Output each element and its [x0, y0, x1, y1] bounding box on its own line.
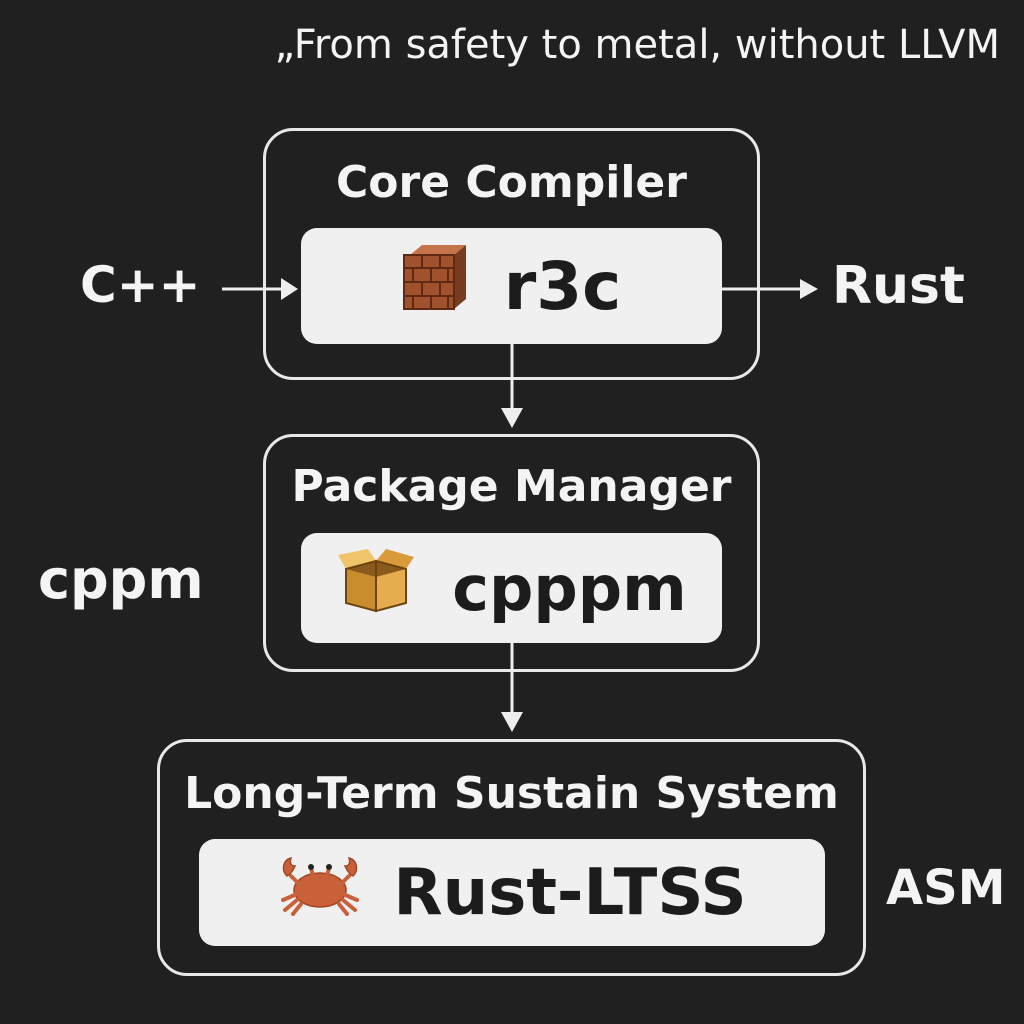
asm-side-label: ASM: [886, 860, 1006, 916]
crab-icon: [277, 854, 363, 932]
brick-wall-icon: [402, 243, 468, 329]
cpppm-label: cpppm: [452, 551, 687, 625]
cppm-side-label: cppm: [38, 548, 204, 611]
rust-ltss-label: Rust-LTSS: [393, 855, 747, 930]
ltss-title: Long-Term Sustain System: [184, 768, 839, 819]
cardboard-box-icon: [336, 548, 416, 628]
r3c-pill: r3c: [301, 228, 722, 344]
core-compiler-title: Core Compiler: [336, 157, 687, 208]
cpppm-pill: cpppm: [301, 533, 722, 643]
package-manager-title: Package Manager: [291, 461, 732, 512]
cpp-input-label: C++: [80, 256, 201, 314]
r3c-label: r3c: [503, 247, 622, 325]
rust-ltss-pill: Rust-LTSS: [199, 839, 825, 946]
ltss-box: Long-Term Sustain System: [157, 739, 866, 976]
tagline: „From safety to metal, without LLVM: [274, 22, 1000, 68]
rust-output-label: Rust: [832, 256, 965, 316]
